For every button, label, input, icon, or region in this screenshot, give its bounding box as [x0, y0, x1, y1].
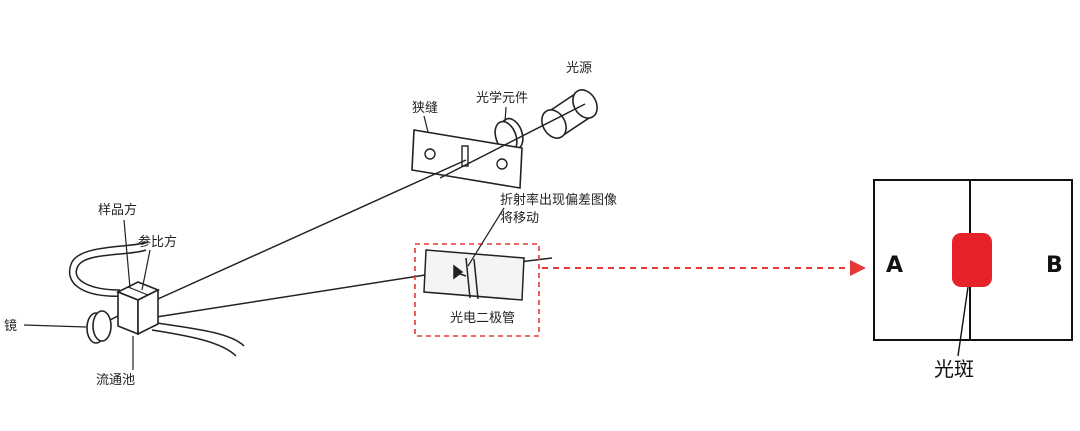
reference-cell-label: 参比方 [138, 234, 177, 250]
mirror-label: 镜 [4, 319, 17, 334]
mirror [86, 310, 112, 344]
beam-source-to-slit [439, 103, 586, 179]
optical-element-label: 光学元件 [476, 90, 528, 106]
side-a-label: A [886, 253, 903, 278]
light-spot-label: 光斑 [934, 357, 974, 381]
photodiode-label: 光电二极管 [450, 311, 515, 326]
beam-cell-to-diode [149, 267, 471, 319]
sample-cell-label: 样品方 [98, 202, 137, 218]
slit-plate [411, 129, 523, 189]
flow-cell [116, 281, 160, 336]
photodiode [423, 249, 525, 301]
beam-slit-to-cell [137, 159, 467, 309]
slit-label: 狭缝 [412, 101, 438, 116]
arrow-head-icon [850, 260, 866, 276]
light-source-label: 光源 [566, 61, 592, 76]
light-spot [952, 233, 992, 287]
light-source [541, 89, 598, 139]
detector-panel [873, 179, 1073, 357]
side-b-label: B [1046, 253, 1063, 278]
flow-cell-label: 流通池 [96, 373, 135, 388]
shift-note-line1: 折射率出现偏差图像 [500, 192, 617, 208]
shift-note-line2: 将移动 [500, 211, 539, 226]
